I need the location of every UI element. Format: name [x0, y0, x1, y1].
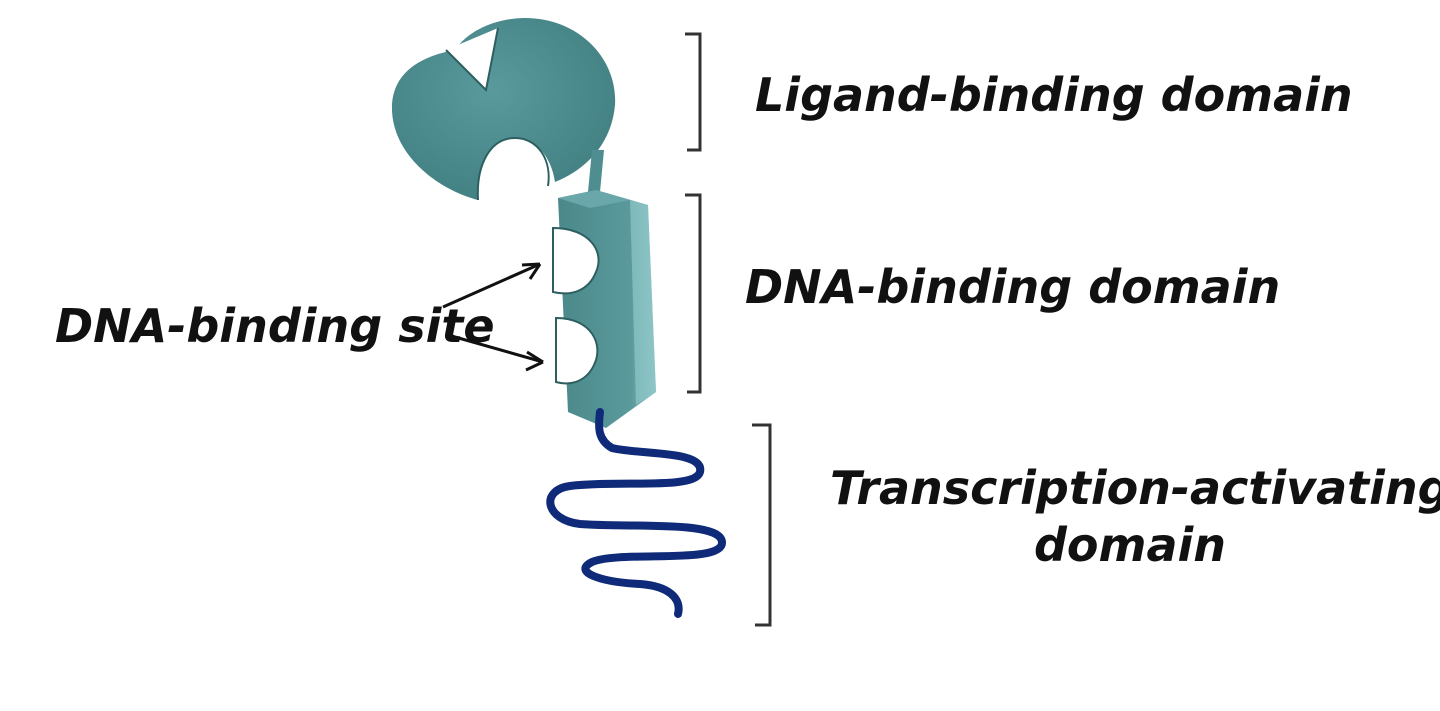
transcription-activating-domain-label-line1: Transcription-activating: [830, 461, 1440, 515]
dna-binding-domain-shape: [552, 190, 656, 428]
transcription-activating-domain-shape: [546, 408, 726, 618]
ligand-binding-domain-label: Ligand-binding domain: [755, 68, 1353, 122]
dna-binding-site-label: DNA-binding site: [55, 299, 495, 353]
bracket-ligand-binding: [685, 32, 702, 152]
ligand-binding-domain-shape: [391, 18, 616, 201]
bracket-dna-binding: [685, 193, 702, 394]
bracket-transcription: [752, 423, 772, 627]
transcription-activating-domain-label-line2: domain: [1034, 518, 1226, 572]
dna-binding-site-arrows: [442, 262, 544, 372]
dna-binding-domain-label: DNA-binding domain: [745, 260, 1280, 314]
